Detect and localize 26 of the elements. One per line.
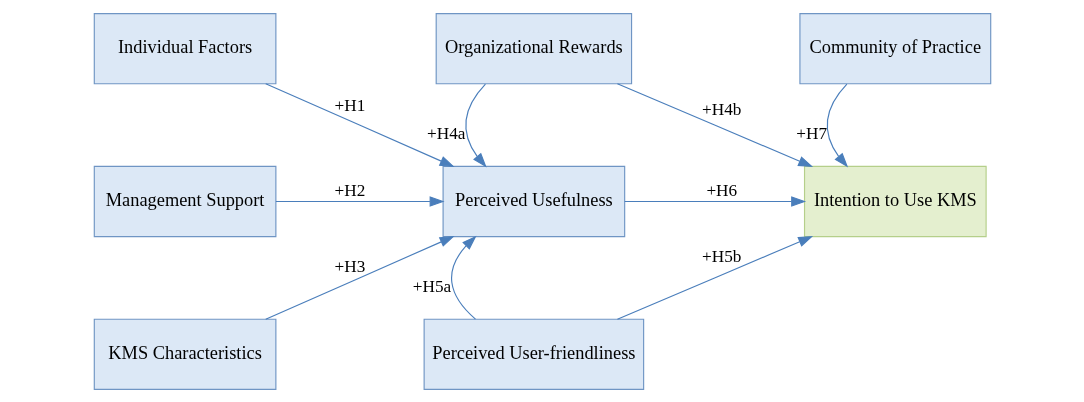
node-box: Intention to Use KMS xyxy=(803,165,987,237)
arrow xyxy=(623,195,806,207)
edge-label: +H2 xyxy=(334,180,365,200)
arrow xyxy=(450,235,477,320)
arrow xyxy=(616,235,813,320)
node-box: Perceived Usefulness xyxy=(442,165,625,237)
node-box: Perceived User-friendliness xyxy=(423,318,644,390)
arrow xyxy=(274,195,445,207)
node-box: KMS Characteristics xyxy=(93,318,276,390)
node-box: Individual Factors xyxy=(93,12,276,84)
edge-label: +H3 xyxy=(334,256,365,276)
node-box: Organizational Rewards xyxy=(435,12,632,84)
edge-label: +H4a xyxy=(426,123,465,143)
arrow xyxy=(616,82,813,167)
arrow xyxy=(464,82,487,168)
arrow xyxy=(264,82,455,167)
edge-label: +H5b xyxy=(701,246,741,266)
edge-label: +H5a xyxy=(412,276,451,296)
edge-label: +H4b xyxy=(701,99,741,119)
edge-label: +H6 xyxy=(705,180,737,200)
arrow xyxy=(264,235,455,320)
arrow xyxy=(826,82,848,168)
node-box: Community of Practice xyxy=(798,12,991,84)
node-box: Management Support xyxy=(93,165,276,237)
edge-label: +H1 xyxy=(334,95,365,115)
edge-label: +H7 xyxy=(795,123,827,143)
